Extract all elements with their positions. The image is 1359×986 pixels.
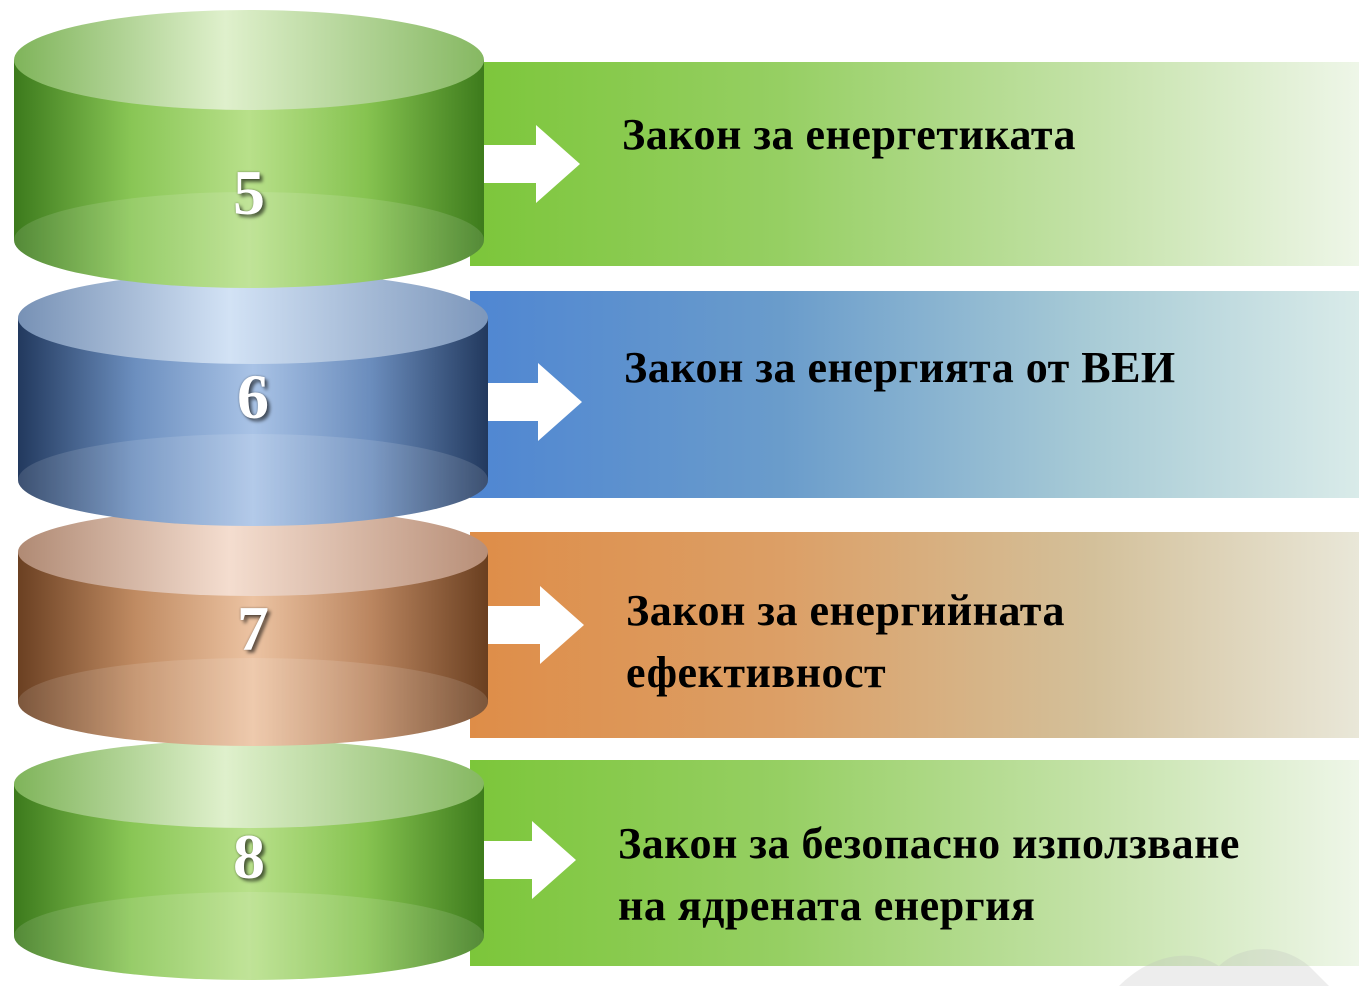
right-arrow-icon <box>486 363 582 441</box>
item-label: Закон за енергията от ВЕИ <box>624 337 1176 399</box>
item-number: 5 <box>233 157 265 228</box>
band-item-5 <box>470 62 1359 266</box>
item-label: Закон за енергетиката <box>622 104 1076 166</box>
cylinder-8: 8 <box>14 740 484 982</box>
item-label-line: ефективност <box>626 648 887 697</box>
band-item-8 <box>470 760 1359 966</box>
right-arrow-icon <box>484 125 580 203</box>
item-number: 6 <box>237 361 269 432</box>
item-label-line: Закон за безопасно използване <box>618 819 1240 868</box>
item-number: 7 <box>237 593 269 664</box>
decorative-shape <box>1119 949 1329 986</box>
item-label: Закон за енергийната ефективност <box>626 580 1065 704</box>
cylinder-7: 7 <box>18 508 488 748</box>
band-item-7 <box>470 532 1359 738</box>
cylinder-5: 5 <box>14 10 484 290</box>
item-label: Закон за безопасно използване на ядренат… <box>618 813 1240 937</box>
item-label-line: Закон за енергията от ВЕИ <box>624 343 1176 392</box>
cylinder-6: 6 <box>18 272 488 528</box>
band-item-6 <box>470 291 1359 498</box>
item-number: 8 <box>233 821 265 892</box>
item-label-line: Закон за енергийната <box>626 586 1065 635</box>
item-label-line: Закон за енергетиката <box>622 110 1077 159</box>
right-arrow-icon <box>480 821 576 899</box>
right-arrow-icon <box>488 586 584 664</box>
item-label-line: на ядрената енергия <box>618 881 1036 930</box>
